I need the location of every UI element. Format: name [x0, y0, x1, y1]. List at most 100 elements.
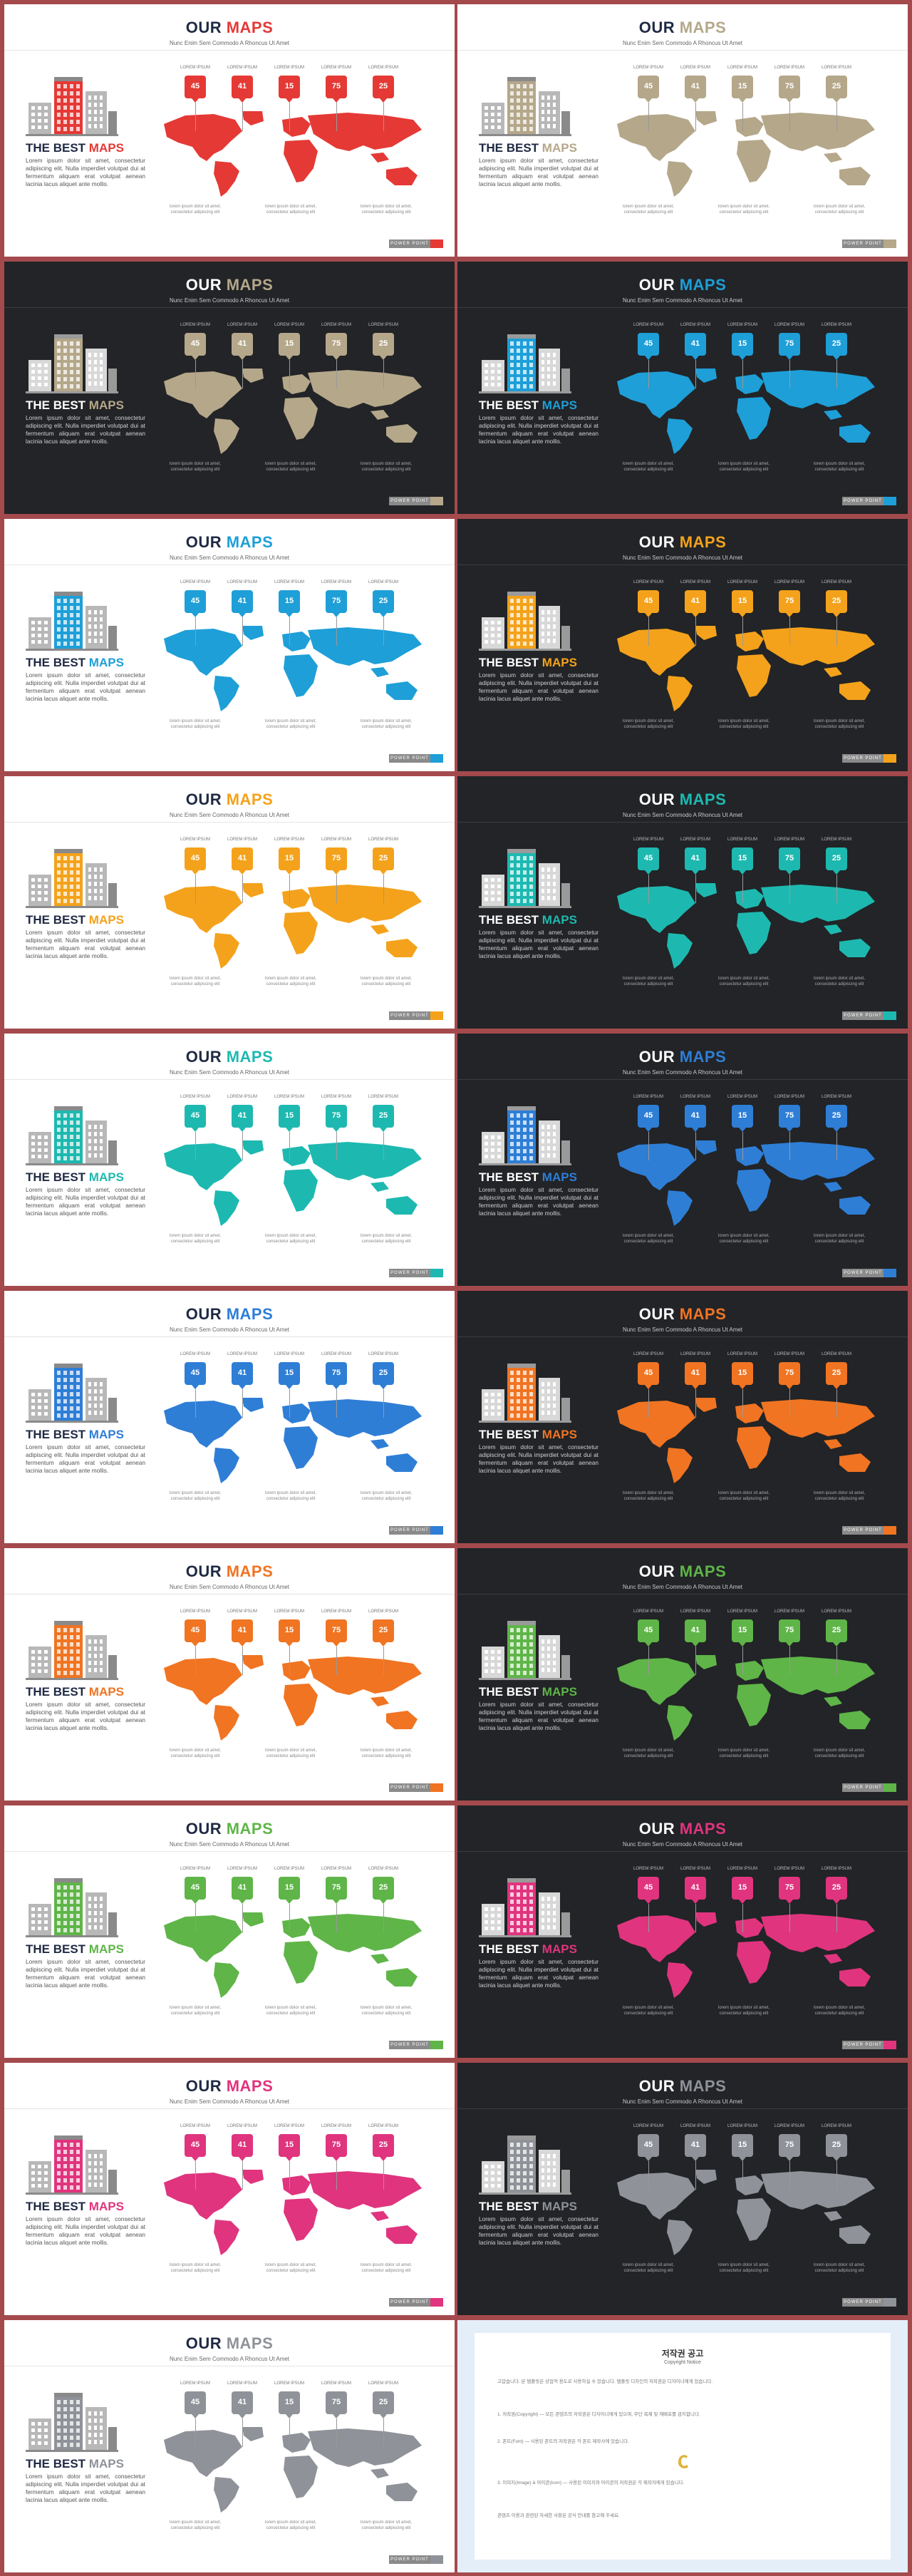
section-heading: THE BEST MAPS — [479, 1942, 577, 1957]
copyright-paragraph: 1. 저작권(Copyright) — 모든 콘텐츠의 저작권은 디자이너에게 … — [497, 2412, 700, 2417]
stat-connector-line — [289, 360, 290, 388]
continent-shape — [737, 1426, 771, 1469]
map-caption: lorem ipsum dolor sit amet, consectetur … — [169, 2520, 222, 2530]
continent-shape — [737, 654, 771, 697]
stat-label: LOREM IPSUM — [227, 66, 257, 70]
slide-footer-tag: POWER POINT — [842, 2041, 896, 2049]
section-heading-accent-word: MAPS — [542, 1170, 577, 1184]
stat-connector-line — [695, 1132, 696, 1160]
slide-subtitle: Nunc Enim Sem Commodo A Rhoncus Ut Amet — [169, 40, 290, 46]
stat-connector-line — [742, 617, 743, 646]
slide-subtitle: Nunc Enim Sem Commodo A Rhoncus Ut Amet — [169, 1584, 290, 1590]
section-heading: THE BEST MAPS — [479, 1170, 577, 1185]
map-caption: lorem ipsum dolor sit amet, consectetur … — [813, 205, 866, 215]
map-caption: lorem ipsum dolor sit amet, consectetur … — [264, 719, 317, 729]
stat-label: LOREM IPSUM — [321, 1095, 351, 1099]
continent-shape — [824, 1182, 842, 1192]
stat-connector-line — [242, 1389, 243, 1418]
stat-badge: 25 — [826, 333, 847, 360]
slide-subtitle: Nunc Enim Sem Commodo A Rhoncus Ut Amet — [169, 1069, 290, 1076]
continent-shape — [242, 1398, 264, 1412]
slide-footer-tag: POWER POINT — [389, 239, 443, 248]
stat-badge: 45 — [638, 1877, 659, 1904]
body-paragraph: Lorem ipsum dolor sit amet, consectetur … — [479, 157, 598, 187]
section-heading: THE BEST MAPS — [479, 2200, 577, 2214]
header-divider — [4, 822, 455, 823]
stat-connector-line — [289, 1132, 290, 1160]
continent-shape — [824, 667, 842, 677]
header-divider — [457, 1851, 908, 1852]
stat-label: LOREM IPSUM — [368, 323, 398, 327]
stat-connector-line — [695, 1904, 696, 1932]
footer-label: POWER POINT — [842, 2298, 884, 2307]
stat-connector-line — [242, 875, 243, 903]
building-icon — [26, 1621, 118, 1680]
continent-shape — [214, 676, 239, 711]
world-map — [617, 2170, 875, 2255]
stat-connector-line — [648, 1904, 649, 1932]
slide-subtitle: Nunc Enim Sem Commodo A Rhoncus Ut Amet — [169, 297, 290, 304]
section-heading-word: THE BEST — [26, 141, 86, 155]
continent-shape — [284, 1941, 318, 1984]
map-caption: lorem ipsum dolor sit amet, consectetur … — [813, 2263, 866, 2273]
section-heading: THE BEST MAPS — [26, 1170, 124, 1185]
stat-badge: 25 — [826, 1877, 847, 1904]
body-paragraph: Lorem ipsum dolor sit amet, consectetur … — [26, 1186, 145, 1217]
continent-shape — [284, 912, 318, 954]
map-caption: lorem ipsum dolor sit amet, consectetur … — [169, 1234, 222, 1244]
continent-shape — [284, 1684, 318, 1726]
stat-badge: 45 — [185, 847, 206, 875]
slide-title: OUR MAPS — [4, 1305, 455, 1324]
stat-badge: 15 — [279, 333, 300, 360]
continent-shape — [164, 1401, 242, 1448]
continent-shape — [386, 1453, 418, 1472]
continent-shape — [214, 2477, 239, 2513]
map-caption: lorem ipsum dolor sit amet, consectetur … — [717, 462, 770, 472]
map-caption: lorem ipsum dolor sit amet, consectetur … — [717, 205, 770, 215]
map-caption: lorem ipsum dolor sit amet, consectetur … — [264, 2520, 317, 2530]
slide-title-accent-word: MAPS — [226, 1048, 274, 1066]
footer-label: POWER POINT — [389, 754, 430, 763]
map-caption: lorem ipsum dolor sit amet, consectetur … — [622, 719, 675, 729]
slide-title-word: OUR — [638, 1305, 675, 1323]
continent-shape — [737, 912, 771, 954]
continent-shape — [164, 371, 242, 418]
footer-accent-block — [430, 1526, 443, 1535]
section-heading-word: THE BEST — [26, 398, 86, 412]
section-heading-accent-word: MAPS — [88, 1942, 124, 1956]
body-paragraph: Lorem ipsum dolor sit amet, consectetur … — [479, 2215, 598, 2246]
stat-badge: 25 — [826, 1619, 847, 1647]
slide-title: OUR MAPS — [4, 1820, 455, 1838]
stat-badge: 45 — [185, 1105, 206, 1132]
footer-label: POWER POINT — [389, 1011, 430, 1020]
section-heading-accent-word: MAPS — [88, 1170, 124, 1184]
stat-badge: 45 — [638, 2134, 659, 2161]
